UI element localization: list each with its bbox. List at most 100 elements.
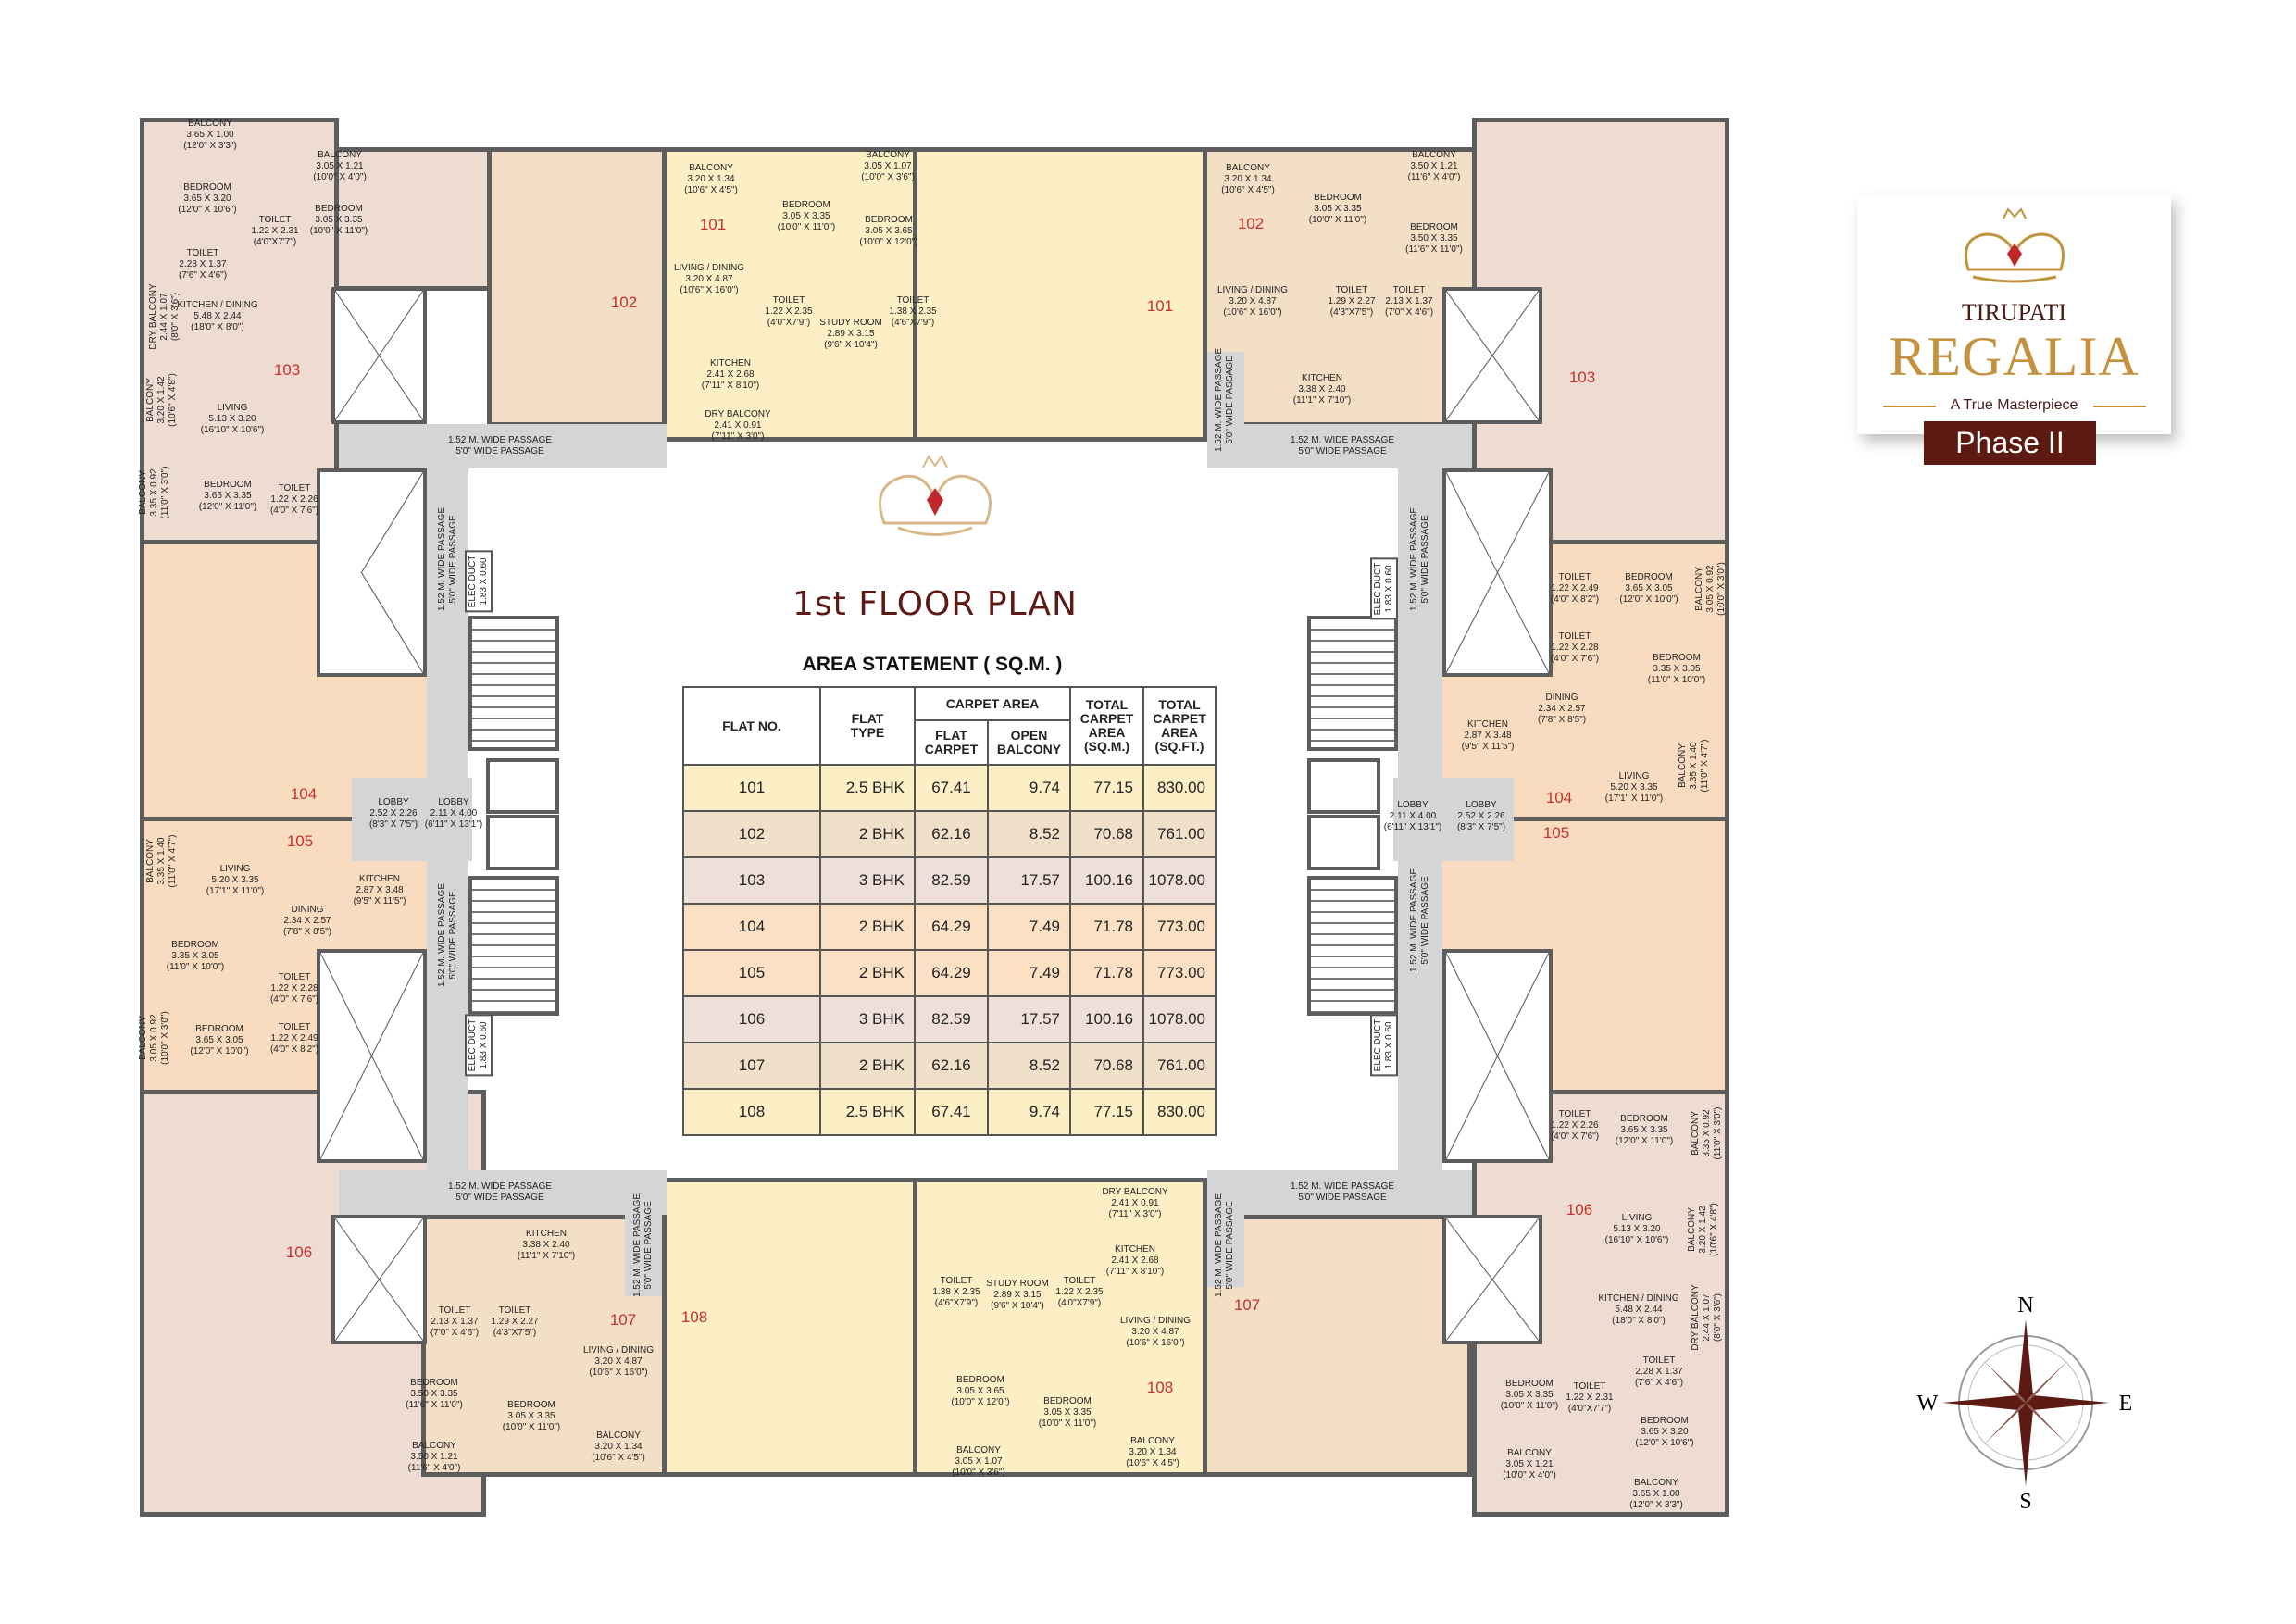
room-name: BALCONY bbox=[138, 1016, 148, 1060]
room-name: BALCONY bbox=[145, 839, 156, 883]
cell-flat-no: 107 bbox=[682, 1042, 821, 1090]
room-name: LIVING bbox=[1618, 771, 1650, 781]
room-size-m: 2.87 X 3.48 bbox=[356, 885, 404, 895]
room-size-m: 3.20 X 1.34 bbox=[594, 1442, 643, 1452]
flat-107-right bbox=[1203, 1215, 1472, 1477]
room-name: BALCONY bbox=[145, 378, 156, 422]
cell-flat-no: 102 bbox=[682, 810, 821, 858]
room-name: LIVING bbox=[219, 864, 251, 874]
room-name: BALCONY bbox=[956, 1445, 1001, 1455]
room-name: BEDROOM bbox=[1505, 1379, 1554, 1389]
room-name: BEDROOM bbox=[865, 215, 913, 225]
cell-flat-no: 101 bbox=[682, 764, 821, 812]
cell-flat-carpet: 67.41 bbox=[914, 764, 989, 812]
room-size-m: 3.65 X 3.05 bbox=[195, 1035, 243, 1045]
room-size-m: 3.05 X 3.35 bbox=[507, 1411, 555, 1421]
room-size-m: 5.20 X 3.35 bbox=[1610, 782, 1658, 793]
room-name: BALCONY bbox=[412, 1441, 456, 1451]
header-open-balcony: OPEN BALCONY bbox=[987, 719, 1071, 766]
room-size-ft: (10'0" X 11'0") bbox=[1038, 1418, 1097, 1429]
cell-total-sqm: 71.78 bbox=[1069, 949, 1144, 997]
room-size-m: 2.52 X 2.26 bbox=[369, 808, 418, 818]
area-statement-table: FLAT NO. FLAT TYPE CARPET AREA TOTAL CAR… bbox=[682, 686, 1217, 1136]
header-flat-carpet: FLAT CARPET bbox=[914, 719, 989, 766]
room-name: BEDROOM bbox=[1641, 1416, 1689, 1426]
passage-text: 1.52 M. WIDE PASSAGE bbox=[1214, 347, 1224, 453]
room-size-ft: (10'0" X 11'0") bbox=[777, 222, 836, 232]
room-name: STUDY ROOM bbox=[986, 1279, 1049, 1289]
room-size-m: 1.22 X 2.26 bbox=[270, 494, 318, 505]
room-name: KITCHEN bbox=[1467, 719, 1508, 730]
room-name: BALCONY bbox=[1507, 1448, 1552, 1458]
room-name: BALCONY bbox=[1412, 150, 1456, 160]
brand-tagline: A True Masterpiece bbox=[1950, 397, 2078, 413]
cell-total-sqft: 761.00 bbox=[1142, 810, 1217, 858]
room-size-ft: (4'3"X7'5") bbox=[493, 1328, 537, 1338]
room-size-ft: (7'11" X 8'10") bbox=[1105, 1267, 1165, 1277]
staircase bbox=[1307, 876, 1398, 1016]
elec-duct-text: 1.83 X 0.60 bbox=[1384, 1021, 1394, 1069]
cell-flat-no: 108 bbox=[682, 1088, 821, 1136]
room-size-ft: (7'11" X 3'0") bbox=[1108, 1209, 1162, 1219]
room-size-m: 1.22 X 2.26 bbox=[1551, 1120, 1599, 1131]
room-size-ft: (4'0" X 7'6") bbox=[269, 994, 319, 1005]
room-size-ft: (7'6" X 4'6") bbox=[1634, 1378, 1684, 1388]
cell-flat-type: 2 BHK bbox=[819, 810, 916, 858]
header-flat-no: FLAT NO. bbox=[682, 686, 821, 766]
room-size-ft: (11'0" X 10'0") bbox=[166, 962, 225, 972]
room-size-ft: (4'0" X 7'6") bbox=[1550, 1131, 1600, 1142]
flat-number: 101 bbox=[699, 216, 727, 233]
room-size-ft: (4'6"X7'9") bbox=[934, 1298, 979, 1308]
cell-flat-carpet: 82.59 bbox=[914, 856, 989, 905]
room-size-ft: (10'6" X 4'5") bbox=[1221, 185, 1275, 195]
room-name: BEDROOM bbox=[1410, 222, 1458, 232]
room-size-m: 3.38 X 2.40 bbox=[1298, 384, 1346, 394]
room-name: TOILET bbox=[278, 972, 311, 982]
room-name: BALCONY bbox=[596, 1430, 641, 1441]
room-size-m: 3.50 X 3.35 bbox=[410, 1389, 458, 1399]
room-name: TOILET bbox=[1335, 285, 1368, 295]
room-size-ft: (12'0" X 11'0") bbox=[1615, 1136, 1674, 1146]
room-name: LOBBY bbox=[378, 797, 409, 807]
flat-number: 105 bbox=[286, 832, 314, 850]
room-size-m: 3.20 X 1.34 bbox=[1129, 1447, 1177, 1457]
room-name: BEDROOM bbox=[195, 1024, 243, 1034]
room-size-ft: (4'0" X 8'2") bbox=[269, 1044, 319, 1055]
room-size-ft: (9'6" X 10'4") bbox=[991, 1301, 1044, 1311]
room-size-m: 3.65 X 3.20 bbox=[183, 194, 231, 204]
room-name: TOILET bbox=[438, 1305, 471, 1316]
room-size-m: 3.05 X 3.65 bbox=[865, 226, 913, 236]
lift bbox=[486, 815, 559, 870]
flat-number: 101 bbox=[1146, 297, 1174, 315]
room-size-m: 3.65 X 3.05 bbox=[1625, 583, 1673, 593]
room-size-m: 3.35 X 1.40 bbox=[156, 837, 167, 885]
room-size-ft: (4'0" X 7'6") bbox=[269, 506, 319, 516]
room-size-ft: (4'0"X7'9") bbox=[1057, 1298, 1102, 1308]
header-flat-type: FLAT TYPE bbox=[819, 686, 916, 766]
room-size-ft: (11'6" X 4'0") bbox=[407, 1463, 461, 1473]
room-size-m: 3.20 X 1.34 bbox=[687, 174, 735, 184]
passage-top-right bbox=[1207, 424, 1472, 468]
